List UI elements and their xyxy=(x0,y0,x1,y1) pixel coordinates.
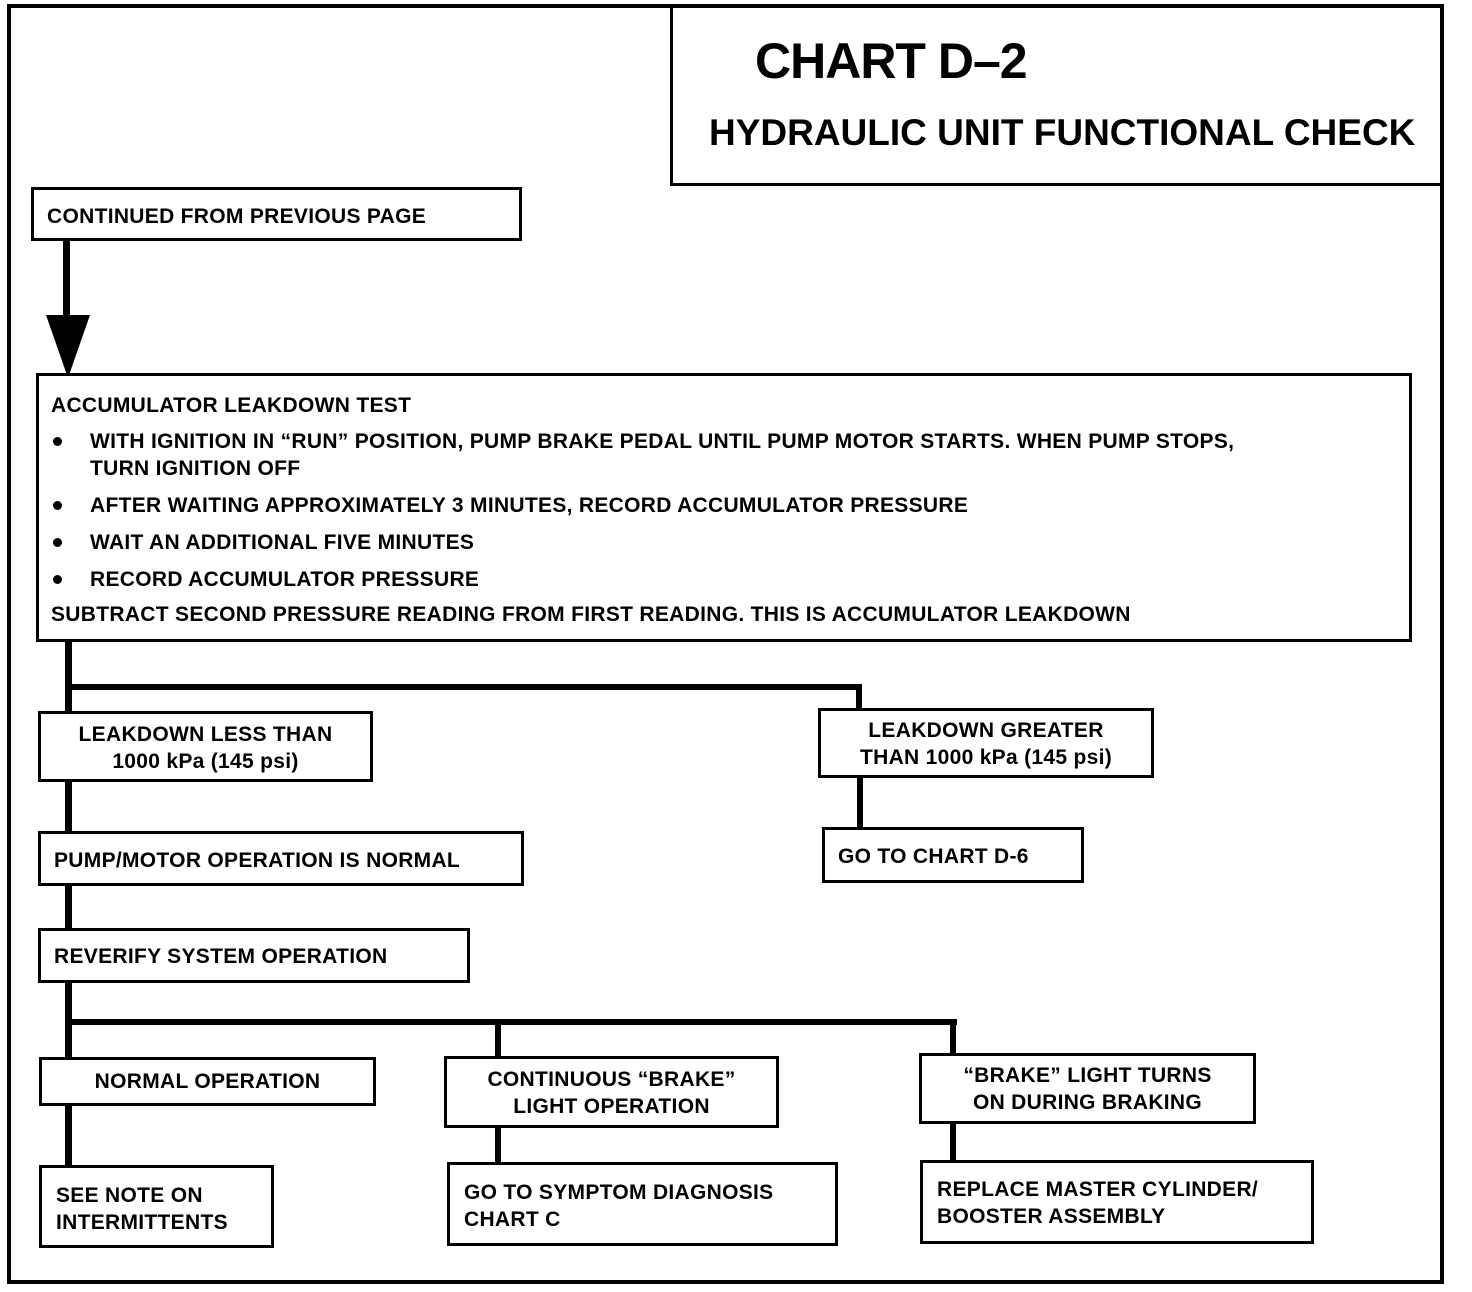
connector xyxy=(65,1019,957,1025)
leakdown-test-box: ACCUMULATOR LEAKDOWN TEST WITH IGNITION … xyxy=(36,373,1412,642)
brake-light-braking-line1: “BRAKE” LIGHT TURNS xyxy=(963,1064,1212,1087)
bullet-icon xyxy=(53,575,62,584)
leakdown-test-steps: WITH IGNITION IN “RUN” POSITION, PUMP BR… xyxy=(51,428,1399,603)
test-step: WITH IGNITION IN “RUN” POSITION, PUMP BR… xyxy=(51,428,1399,482)
brake-light-braking-line2: ON DURING BRAKING xyxy=(972,1091,1203,1114)
leakdown-greater-line1: LEAKDOWN GREATER xyxy=(868,719,1104,742)
replace-line1: REPLACE MASTER CYLINDER/ xyxy=(937,1178,1259,1201)
connector xyxy=(950,1019,956,1055)
chart-subtitle: HYDRAULIC UNIT FUNCTIONAL CHECK xyxy=(709,112,1416,153)
test-step: WAIT AN ADDITIONAL FIVE MINUTES xyxy=(51,529,1399,556)
start-connector xyxy=(63,241,70,321)
pump-normal-box: PUMP/MOTOR OPERATION IS NORMAL xyxy=(38,831,524,886)
connector xyxy=(65,886,72,930)
connector xyxy=(950,1124,956,1163)
chart-d6-box: GO TO CHART D-6 xyxy=(822,827,1084,883)
replace-master-cylinder-box: REPLACE MASTER CYLINDER/ BOOSTER ASSEMBL… xyxy=(920,1160,1314,1244)
intermittents-box: SEE NOTE ON INTERMITTENTS xyxy=(39,1165,274,1248)
connector xyxy=(856,684,862,710)
normal-operation-box: NORMAL OPERATION xyxy=(39,1057,376,1106)
test-step: RECORD ACCUMULATOR PRESSURE xyxy=(51,566,1399,593)
title-block: CHART D–2 HYDRAULIC UNIT FUNCTIONAL CHEC… xyxy=(670,4,1444,186)
connector xyxy=(65,642,72,714)
chart-frame xyxy=(7,4,1444,1284)
intermittents-line1: SEE NOTE ON xyxy=(56,1184,203,1207)
down-arrow xyxy=(46,315,90,378)
connector xyxy=(857,778,863,828)
bullet-icon xyxy=(53,437,62,446)
leakdown-less-line2: 1000 kPa (145 psi) xyxy=(112,750,299,773)
replace-line2: BOOSTER ASSEMBLY xyxy=(937,1205,1166,1228)
leakdown-greater-box: LEAKDOWN GREATER THAN 1000 kPa (145 psi) xyxy=(818,708,1154,778)
connector xyxy=(65,684,862,690)
continuous-brake-line2: LIGHT OPERATION xyxy=(513,1095,710,1118)
chart-c-line1: GO TO SYMPTOM DIAGNOSIS xyxy=(464,1181,774,1204)
leakdown-greater-line2: THAN 1000 kPa (145 psi) xyxy=(859,746,1112,769)
chart-c-line2: CHART C xyxy=(464,1208,561,1231)
chart-c-box: GO TO SYMPTOM DIAGNOSIS CHART C xyxy=(447,1162,838,1246)
reverify-box: REVERIFY SYSTEM OPERATION xyxy=(38,928,470,983)
leakdown-less-box: LEAKDOWN LESS THAN 1000 kPa (145 psi) xyxy=(38,711,373,782)
bullet-icon xyxy=(53,501,62,510)
test-step: AFTER WAITING APPROXIMATELY 3 MINUTES, R… xyxy=(51,492,1399,519)
bullet-icon xyxy=(53,538,62,547)
continued-from-label: CONTINUED FROM PREVIOUS PAGE xyxy=(47,205,427,228)
chart-title: CHART D–2 xyxy=(755,33,1028,89)
leakdown-test-summary: SUBTRACT SECOND PRESSURE READING FROM FI… xyxy=(51,603,1131,626)
chart-d6-label: GO TO CHART D-6 xyxy=(838,845,1029,868)
continuous-brake-box: CONTINUOUS “BRAKE” LIGHT OPERATION xyxy=(444,1056,779,1128)
connector xyxy=(65,1106,72,1168)
connector xyxy=(495,1128,501,1166)
reverify-label: REVERIFY SYSTEM OPERATION xyxy=(54,945,388,968)
continued-from-box: CONTINUED FROM PREVIOUS PAGE xyxy=(31,187,522,241)
leakdown-test-title: ACCUMULATOR LEAKDOWN TEST xyxy=(51,394,412,417)
connector xyxy=(495,1019,501,1058)
pump-normal-label: PUMP/MOTOR OPERATION IS NORMAL xyxy=(54,849,461,872)
continuous-brake-line1: CONTINUOUS “BRAKE” xyxy=(487,1068,736,1091)
normal-operation-label: NORMAL OPERATION xyxy=(94,1070,321,1093)
brake-light-braking-box: “BRAKE” LIGHT TURNS ON DURING BRAKING xyxy=(919,1053,1256,1124)
connector xyxy=(65,782,72,832)
intermittents-line2: INTERMITTENTS xyxy=(56,1211,228,1234)
leakdown-less-line1: LEAKDOWN LESS THAN xyxy=(78,723,333,746)
